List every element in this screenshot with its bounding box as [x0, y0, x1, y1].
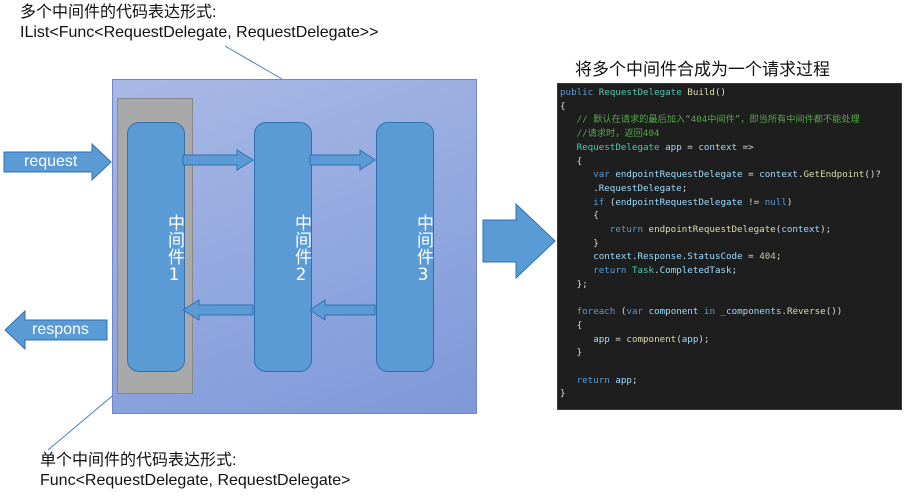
- middleware-1-label: 中间件1: [164, 214, 184, 285]
- request-arrow: [3, 142, 112, 182]
- bottom-caption-line2: Func<RequestDelegate, RequestDelegate>: [40, 472, 351, 489]
- compose-arrow: [482, 202, 556, 280]
- bottom-caption-line1: 单个中间件的代码表达形式:: [40, 452, 237, 469]
- forward-arrow-2-3: [309, 149, 376, 171]
- middleware-3-label: 中间件3: [413, 214, 433, 285]
- bottom-connector-line: [47, 391, 118, 451]
- request-label: request: [24, 153, 78, 170]
- code-title: 将多个中间件合成为一个请求过程: [575, 60, 830, 80]
- middleware-2: [254, 122, 312, 372]
- code-panel: public RequestDelegate Build() { // 默认在请…: [557, 83, 902, 410]
- middleware-1: [127, 122, 185, 372]
- middleware-3: [376, 122, 434, 372]
- middleware-2-label: 中间件2: [291, 214, 311, 285]
- forward-arrow-1-2: [182, 149, 254, 171]
- top-caption-line1: 多个中间件的代码表达形式:: [20, 4, 217, 21]
- response-label: respons: [32, 321, 89, 338]
- response-arrow: [4, 309, 108, 351]
- code-block: public RequestDelegate Build() { // 默认在请…: [560, 87, 881, 400]
- back-arrow-2-1: [182, 299, 254, 321]
- back-arrow-3-2: [309, 299, 376, 321]
- top-connector-line: [224, 45, 283, 80]
- top-caption-line2: IList<Func<RequestDelegate, RequestDeleg…: [20, 24, 379, 41]
